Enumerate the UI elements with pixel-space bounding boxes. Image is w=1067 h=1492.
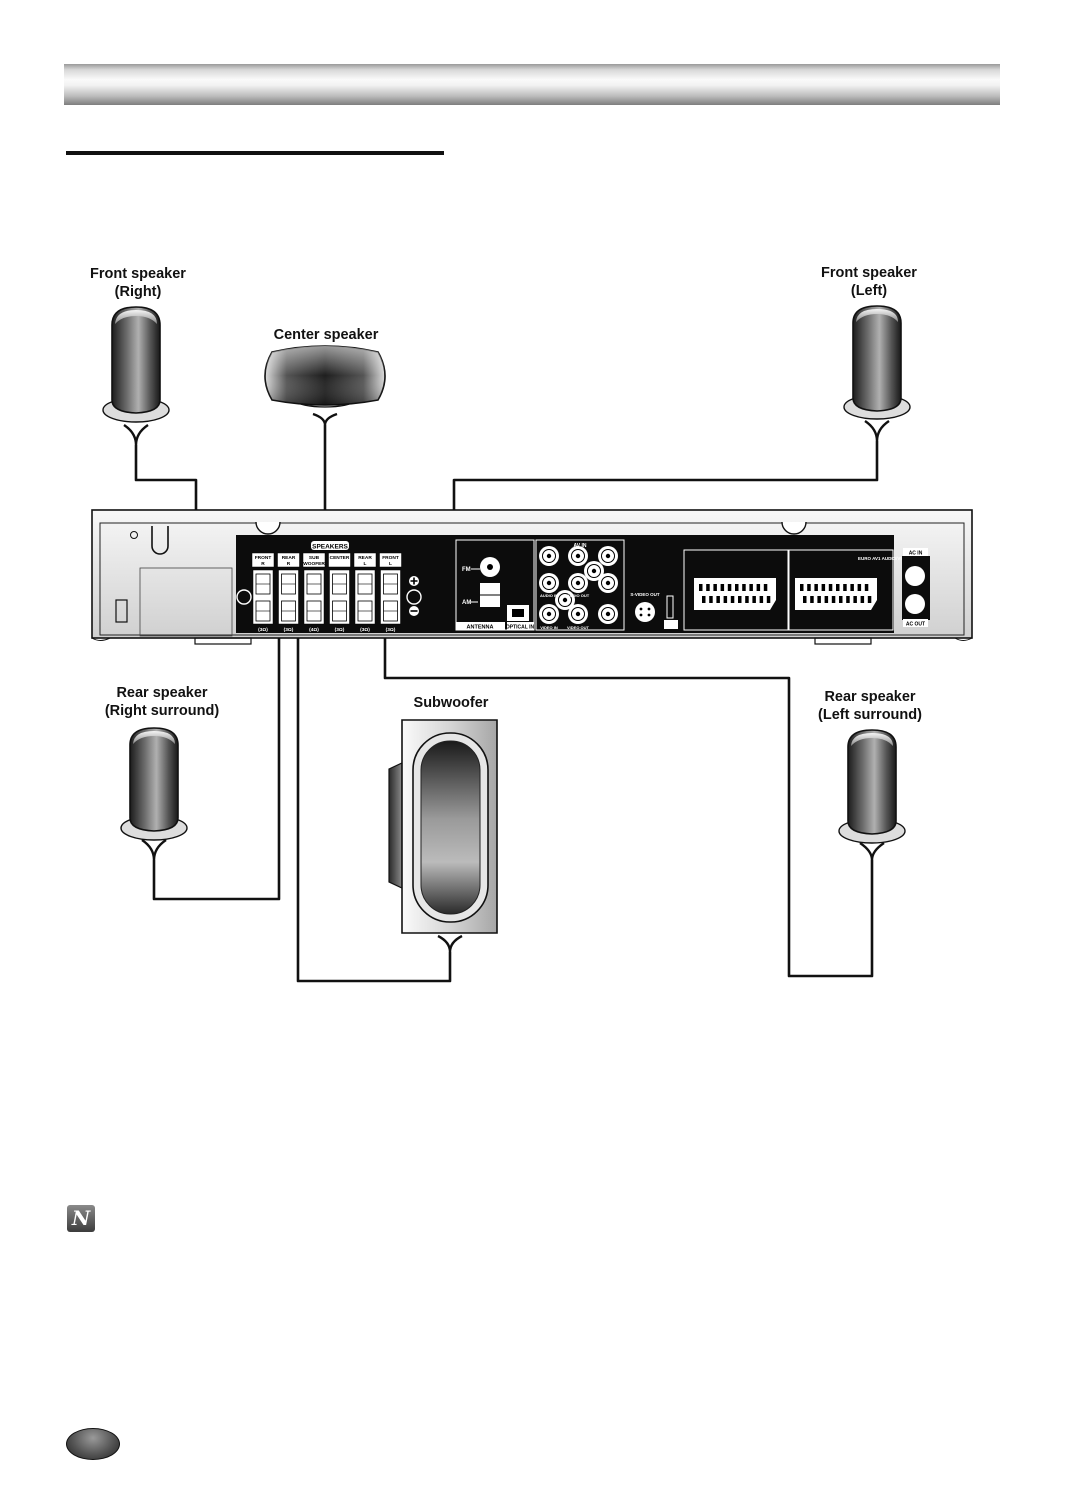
svideo-label: S-VIDEO OUT bbox=[630, 592, 660, 597]
label-subwoofer: Subwoofer bbox=[413, 695, 489, 711]
terminal-label: L bbox=[389, 561, 392, 567]
terminal-label: R bbox=[287, 561, 291, 567]
rca-jack[interactable] bbox=[598, 546, 618, 566]
rear-left-speaker bbox=[838, 729, 906, 861]
center-speaker bbox=[264, 345, 386, 426]
speaker-wires bbox=[134, 425, 879, 983]
speaker-terminals: FRONTR(3Ω)REARR(3Ω)SUBWOOFER(4Ω)CENTER(3… bbox=[251, 552, 402, 633]
rca-jack[interactable] bbox=[598, 573, 618, 593]
rca-jack[interactable] bbox=[539, 546, 559, 566]
terminal-label: WOOFER bbox=[303, 561, 325, 567]
svg-text:AUDIO IN: AUDIO IN bbox=[540, 593, 558, 598]
terminal-label: CENTER bbox=[330, 555, 350, 561]
rca-jack[interactable] bbox=[568, 546, 588, 566]
receiver-rear-panel: SPEAKERS FRONTR(3Ω)REARR(3Ω)SUBWOOFER(4Ω… bbox=[91, 509, 973, 645]
rca-jack[interactable] bbox=[584, 561, 604, 581]
optical-label: OPTICAL IN bbox=[506, 625, 535, 631]
rca-jacks bbox=[539, 546, 618, 624]
section-title-rule bbox=[66, 151, 444, 155]
fm-label: FM bbox=[462, 567, 471, 573]
av-in-label: AV IN bbox=[574, 543, 587, 549]
svg-text:VIDEO OUT: VIDEO OUT bbox=[567, 625, 590, 630]
rca-jack[interactable] bbox=[539, 573, 559, 593]
scart-socket[interactable] bbox=[795, 578, 877, 610]
note-icon: N bbox=[67, 1205, 95, 1232]
rca-jack[interactable] bbox=[539, 604, 559, 624]
scart-socket[interactable] bbox=[694, 578, 776, 610]
svideo-jack bbox=[635, 602, 655, 622]
speaker-terminal[interactable]: CENTER (3Ω) bbox=[328, 552, 351, 633]
rca-jack[interactable] bbox=[568, 604, 588, 624]
svg-text:VIDEO IN: VIDEO IN bbox=[540, 625, 558, 630]
svg-text:AUDIO OUT: AUDIO OUT bbox=[567, 593, 590, 598]
ac-in-label: AC IN bbox=[909, 551, 923, 557]
terminal-impedance: (4Ω) bbox=[309, 627, 319, 633]
label-front-right: Front speaker (Right) bbox=[90, 266, 186, 300]
terminal-label: REAR bbox=[358, 555, 372, 561]
speakers-header-pill bbox=[311, 541, 349, 550]
front-left-speaker bbox=[843, 305, 911, 442]
am-label: AM bbox=[462, 600, 471, 606]
scart-connectors bbox=[694, 578, 877, 610]
svg-text:ANTENNA: ANTENNA bbox=[467, 625, 494, 631]
terminal-label: REAR bbox=[282, 555, 296, 561]
terminal-impedance: (3Ω) bbox=[360, 627, 370, 633]
rca-jack[interactable] bbox=[598, 604, 618, 624]
ac-out-socket bbox=[905, 594, 925, 614]
terminal-impedance: (3Ω) bbox=[335, 627, 345, 633]
rca-jack[interactable] bbox=[555, 590, 575, 610]
front-right-speaker bbox=[102, 306, 170, 446]
label-rear-right: Rear speaker (Right surround) bbox=[104, 685, 220, 719]
label-rear-left: Rear speaker (Left surround) bbox=[818, 689, 922, 723]
rear-right-speaker bbox=[120, 727, 188, 861]
ac-out-label: AC OUT bbox=[906, 622, 925, 628]
speakers-header-text: SPEAKERS bbox=[312, 544, 348, 551]
terminal-label: FRONT bbox=[255, 555, 272, 561]
terminal-impedance: (3Ω) bbox=[284, 627, 294, 633]
terminal-label: FRONT bbox=[382, 555, 399, 561]
label-front-left: Front speaker (Left) bbox=[821, 265, 917, 299]
terminal-label: L bbox=[364, 561, 367, 567]
rca-jack[interactable] bbox=[568, 573, 588, 593]
terminal-label: SUB bbox=[309, 555, 320, 561]
scart-label: EURO AV1 AUDIO/VIDEO bbox=[858, 556, 912, 561]
label-center: Center speaker bbox=[273, 327, 379, 343]
terminal-label: R bbox=[261, 561, 265, 567]
terminal-impedance: (3Ω) bbox=[386, 627, 396, 633]
ac-in-socket bbox=[905, 566, 925, 586]
header-bar bbox=[64, 64, 1000, 105]
subwoofer bbox=[388, 719, 498, 953]
page-tab-icon bbox=[66, 1428, 120, 1460]
terminal-impedance: (3Ω) bbox=[258, 627, 268, 633]
wire-rear-left bbox=[383, 598, 874, 978]
